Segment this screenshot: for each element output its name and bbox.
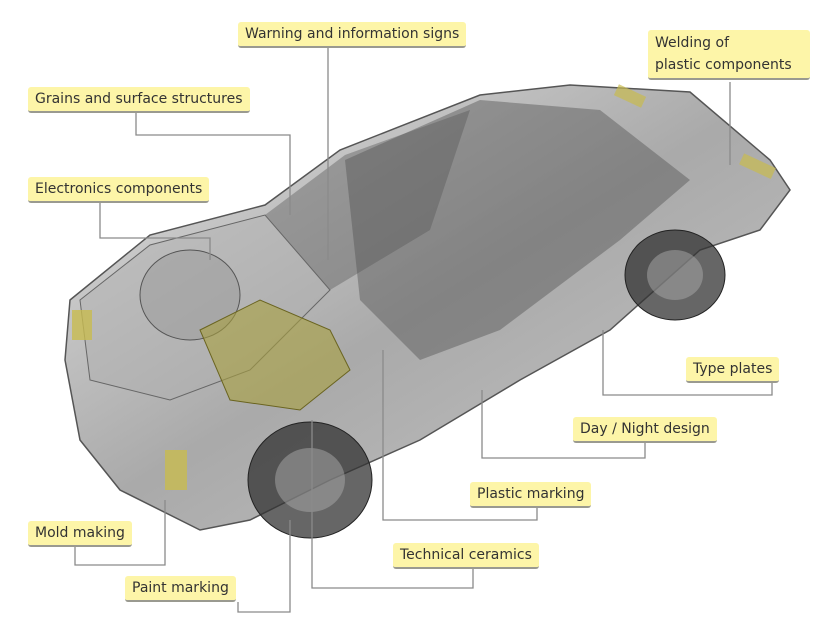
label-electronics: Electronics components [28,177,210,203]
engine-components [199,299,351,411]
windshield [265,110,470,290]
rear-light-component [613,84,647,108]
label-type-plates: Type plates [686,357,780,383]
leader-mold-making [74,500,166,566]
label-welding-line1: Welding of [655,35,730,51]
label-welding: Welding of plastic components [648,30,810,80]
label-grains: Grains and surface structures [28,87,250,113]
cabin [345,100,690,360]
left-light-component [72,310,92,340]
label-welding-line2: plastic components [655,57,792,73]
spare-wheel [139,249,241,341]
label-mold-making: Mold making [28,521,132,547]
label-warning-signs: Warning and information signs [238,22,467,48]
leader-plastic-marking [382,350,538,521]
label-plastic-marking: Plastic marking [470,482,592,508]
leader-day-night [481,390,646,459]
leader-technical-ceramics [311,420,474,589]
leader-paint-marking [237,520,291,613]
leader-electronics [99,202,211,260]
label-paint-marking: Paint marking [125,576,236,602]
label-day-night: Day / Night design [573,417,717,443]
leader-grains [135,113,291,215]
leader-type-plates [602,330,773,396]
label-technical-ceramics: Technical ceramics [393,543,539,569]
right-light-component [165,450,187,490]
